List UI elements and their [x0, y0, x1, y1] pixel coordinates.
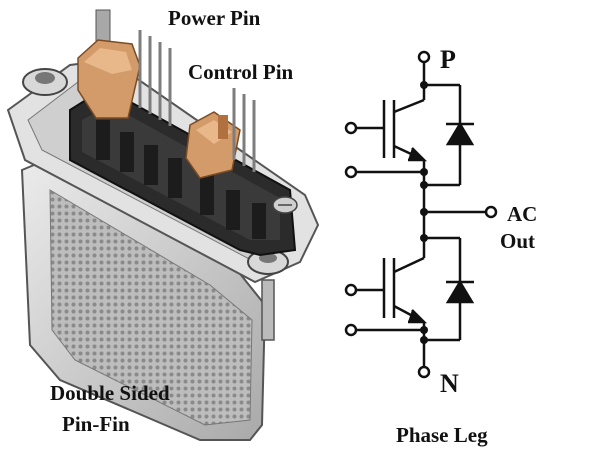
copper-power-pin-2	[185, 111, 241, 179]
terminal-p-circle	[417, 50, 431, 64]
upper-gate-terminal	[344, 121, 358, 135]
alignment-post	[261, 279, 275, 341]
power-module-illustration	[6, 9, 320, 441]
terminal-n-label: N	[440, 369, 459, 398]
phase-leg-title: Phase Leg	[396, 423, 488, 447]
control-pins-group-1	[138, 30, 172, 126]
terminal-n-circle	[417, 365, 431, 379]
double-sided-label: Double Sided	[50, 381, 170, 405]
lower-emitter-terminal	[344, 323, 358, 337]
phase-leg-schematic	[344, 50, 498, 379]
ac-out-label-line2: Out	[500, 229, 535, 253]
upper-diode	[445, 121, 475, 146]
pin-fin-array	[49, 189, 253, 426]
housing-ribs	[96, 120, 266, 239]
control-pins-group-2	[232, 88, 256, 172]
copper-power-pin-1	[77, 9, 141, 119]
terminal-p-label: P	[440, 45, 456, 74]
lower-gate-terminal	[344, 283, 358, 297]
control-pin-label: Control Pin	[188, 60, 294, 84]
pin-fin-label: Pin-Fin	[62, 412, 130, 436]
mounting-boss-right	[247, 249, 289, 275]
mounting-boss-left	[22, 68, 68, 96]
junction-dots	[420, 81, 428, 344]
ac-out-label-line1: AC	[507, 202, 537, 226]
upper-emitter-terminal	[344, 165, 358, 179]
ac-out-terminal	[484, 205, 498, 219]
lower-igbt	[382, 256, 428, 340]
power-pin-label: Power Pin	[168, 6, 261, 30]
upper-igbt	[382, 98, 428, 172]
terminal-screw	[272, 196, 298, 214]
lower-diode	[445, 279, 475, 304]
